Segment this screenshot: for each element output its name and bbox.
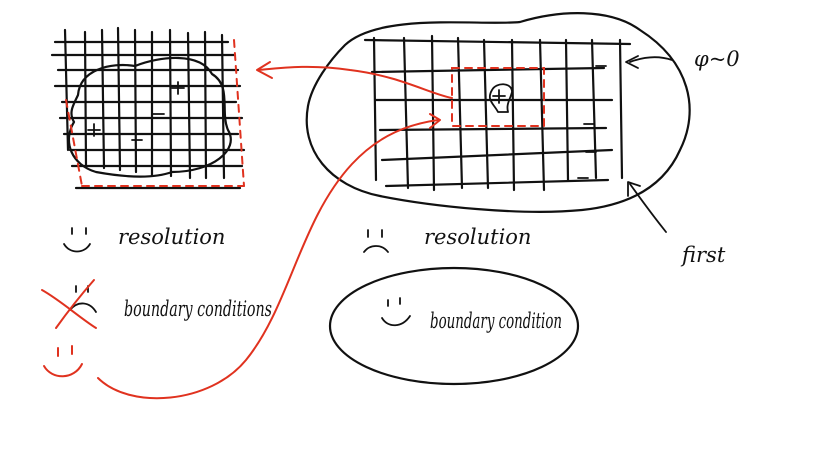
phi-arrow [625, 55, 673, 69]
outer-domain-blob [305, 12, 691, 213]
first-arrow [627, 181, 667, 233]
boundary-dashes-left [65, 39, 245, 187]
phi-label: φ~0 [694, 47, 740, 71]
red-curve-to-coarse-grid [97, 113, 441, 400]
first-label: first [680, 243, 726, 267]
subregion-dashed-box [451, 67, 545, 127]
charge-symbol [488, 83, 513, 113]
fine-grid [50, 26, 246, 190]
right-resolution-label: resolution [424, 225, 531, 249]
smiley-left-resolution [63, 227, 91, 253]
left-boundary-label: boundary conditions [124, 297, 272, 321]
smiley-left-red [43, 345, 83, 378]
left-resolution-label: resolution [118, 225, 225, 249]
coarse-grid [363, 34, 632, 192]
edge-ticks [575, 65, 607, 179]
domain-blob-left [67, 56, 232, 178]
charge-marks-left [87, 81, 185, 141]
crossed-frown-left [41, 279, 97, 329]
smiley-right-boundary [381, 297, 411, 327]
boundary-condition-oval [328, 266, 580, 386]
frown-right-resolution [363, 229, 389, 253]
red-arrow-to-left-grid [256, 61, 453, 99]
right-boundary-label: boundary condition [430, 309, 562, 333]
